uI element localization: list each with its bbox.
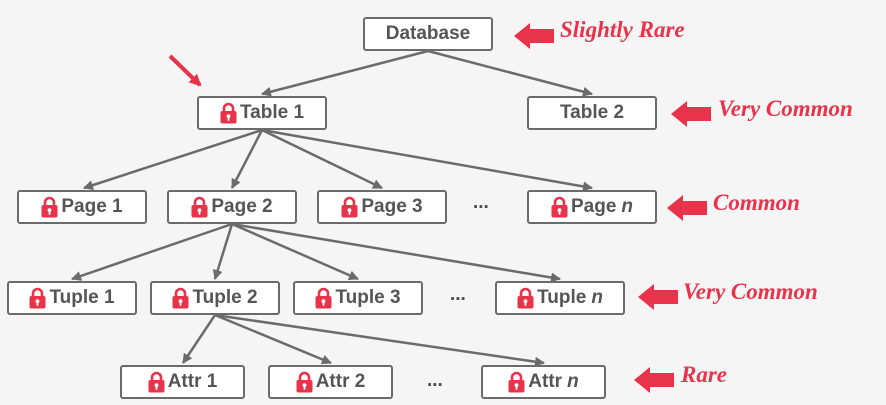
node-label: Page 1 (61, 196, 123, 217)
level-label-attr: Rare (681, 362, 727, 387)
node-tuple-1: Tuple 1 (7, 281, 137, 315)
level-arrow-icon (671, 101, 711, 127)
hierarchy-edge (214, 313, 545, 367)
node-tuple-2: Tuple 2 (150, 281, 280, 315)
hierarchy-edge (230, 129, 264, 189)
node-tuple-n: Tuple n (495, 281, 625, 315)
node-label: Tuple 3 (335, 287, 401, 308)
node-table-2: Table 2 (527, 96, 657, 130)
level-label-page: Common (713, 190, 800, 215)
node-label-variable: n (621, 196, 634, 217)
node-label: Table 2 (559, 102, 625, 123)
padlock-icon (341, 196, 358, 218)
hierarchy-edge (231, 222, 359, 281)
pages-ellipsis: ... (473, 192, 489, 213)
node-label: Tuple 1 (49, 287, 115, 308)
hierarchy-edge (212, 223, 234, 280)
hierarchy-edge (83, 128, 263, 190)
level-arrow-icon (638, 284, 678, 310)
node-label: Attr 1 (167, 371, 218, 392)
level-label-tuple: Very Common (683, 279, 818, 304)
node-page-n: Page n (527, 190, 657, 224)
hierarchy-edge (261, 49, 429, 97)
node-attr-n: Attr n (481, 365, 606, 399)
padlock-icon (172, 287, 189, 309)
table1-pointer-arrow (168, 54, 202, 87)
node-table-1: Table 1 (197, 96, 327, 130)
node-label: Page 2 (211, 196, 273, 217)
hierarchy-edge (231, 222, 561, 283)
node-label-variable: n (591, 287, 603, 308)
level-label-database: Slightly Rare (560, 17, 685, 42)
node-attr-2: Attr 2 (268, 365, 393, 399)
hierarchy-edge (181, 314, 217, 364)
node-label: Page 3 (361, 196, 423, 217)
padlock-icon (508, 371, 525, 393)
hierarchy-edge (261, 128, 593, 192)
node-page-3: Page 3 (317, 190, 447, 224)
node-page-2: Page 2 (167, 190, 297, 224)
padlock-icon (220, 102, 237, 124)
padlock-icon (41, 196, 58, 218)
hierarchy-edge (427, 49, 593, 97)
padlock-icon (148, 371, 165, 393)
level-arrow-icon (667, 195, 707, 221)
attrs-ellipsis: ... (427, 370, 443, 391)
node-label-variable: n (567, 371, 579, 392)
tuples-ellipsis: ... (450, 284, 466, 305)
hierarchy-edge (261, 128, 383, 190)
hierarchy-edge (71, 222, 233, 281)
padlock-icon (29, 287, 46, 309)
padlock-icon (296, 371, 313, 393)
node-page-1: Page 1 (17, 190, 147, 224)
level-arrow-icon (634, 367, 674, 393)
padlock-icon (517, 287, 534, 309)
node-label: Tuple 2 (192, 287, 258, 308)
node-attr-1: Attr 1 (120, 365, 245, 399)
node-label: Attr 2 (315, 371, 366, 392)
node-label: Table 1 (239, 102, 305, 123)
padlock-icon (315, 287, 332, 309)
node-label: Database (385, 23, 471, 44)
node-tuple-3: Tuple 3 (293, 281, 423, 315)
hierarchy-edge (214, 313, 332, 365)
padlock-icon (551, 196, 568, 218)
node-label: Tuple (537, 287, 587, 308)
node-label: Page (570, 196, 617, 217)
padlock-icon (191, 196, 208, 218)
node-label: Attr (528, 371, 563, 392)
node-database: Database (363, 17, 493, 51)
level-label-table: Very Common (718, 96, 853, 121)
level-arrow-icon (514, 23, 554, 49)
